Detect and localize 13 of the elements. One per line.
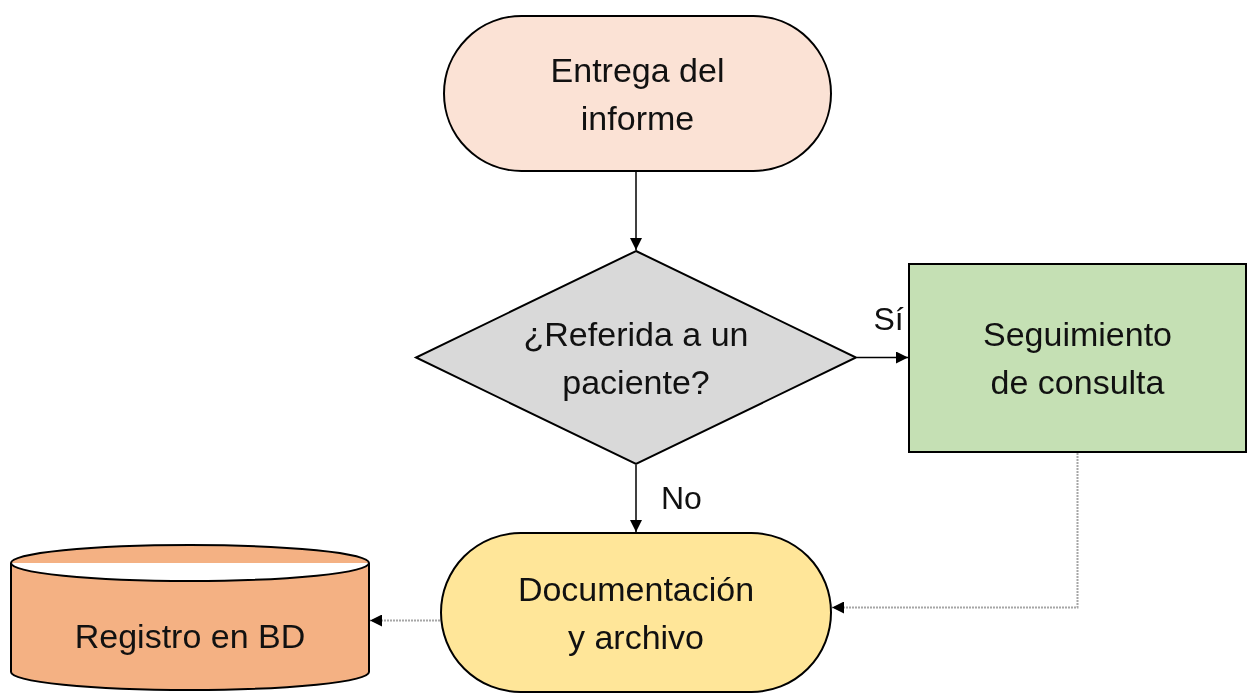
arrow — [856, 351, 909, 364]
arrow — [369, 614, 441, 627]
node-label: ¿Referida a un paciente? — [522, 313, 750, 403]
node-label: Entrega del informe — [549, 49, 726, 139]
arrow — [831, 452, 1079, 614]
process-box — [908, 263, 1247, 453]
node-label: Seguimiento de consulta — [982, 314, 1173, 403]
node-label: Registro en BD — [73, 615, 307, 657]
arrow — [630, 464, 642, 533]
node-label: Documentación y archivo — [516, 568, 756, 658]
arrow — [630, 171, 642, 251]
database-cylinder — [10, 545, 370, 690]
decision-diamond — [415, 250, 857, 465]
